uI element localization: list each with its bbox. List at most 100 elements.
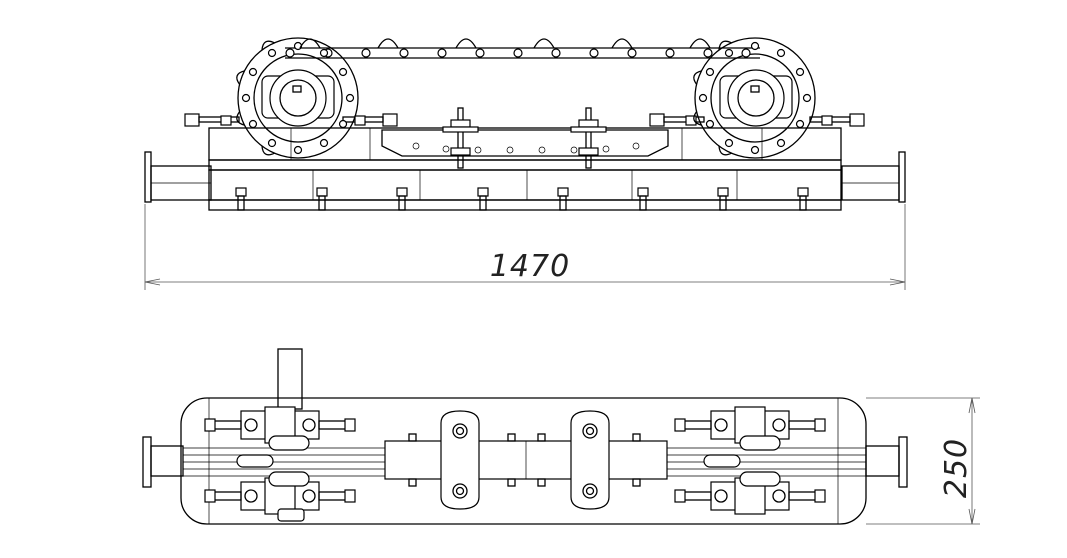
adjust-nut [814, 418, 826, 432]
chain-pin [399, 48, 409, 58]
chain-pin [551, 48, 561, 58]
tooth [261, 145, 275, 156]
frame-bolts [235, 187, 809, 211]
bearing-blocks [204, 406, 826, 515]
bolt-hole [714, 489, 728, 503]
chain-pin [285, 48, 295, 58]
adjust-nut [204, 489, 216, 503]
bearing-right [719, 69, 793, 127]
tooth [261, 40, 275, 51]
chain-pin [475, 48, 485, 58]
chain-pin [241, 93, 251, 103]
chain-pin [750, 41, 760, 51]
bolt-hole [714, 418, 728, 432]
length-dimension: 1470 [144, 204, 906, 290]
adjust-nut [674, 418, 686, 432]
bolt-head [316, 187, 328, 197]
adjust-rod [212, 491, 242, 501]
bolt-shank [719, 195, 727, 211]
adjust-nut [204, 418, 216, 432]
chain-pin [293, 145, 303, 155]
bolt-head [637, 187, 649, 197]
drive-shaft [277, 348, 303, 410]
chain-pin [802, 93, 812, 103]
tooth [689, 38, 711, 49]
chain-pin [627, 48, 637, 58]
chain-pin [338, 119, 348, 129]
bolt-shank [318, 195, 326, 211]
chain-pin [724, 138, 734, 148]
chain-pin [345, 93, 355, 103]
bolt-head [557, 187, 569, 197]
adjust-nut [674, 489, 686, 503]
adjust-rod [682, 420, 712, 430]
adjust-rod [212, 420, 242, 430]
chain-pin [513, 48, 523, 58]
sprocket-teeth [236, 38, 732, 156]
bolt-shank [398, 195, 406, 211]
adjust-nut [344, 418, 356, 432]
end-flanges-front [144, 151, 906, 203]
width-label: 250 [939, 438, 974, 498]
chain-pin [776, 138, 786, 148]
tooth [693, 70, 702, 85]
tooth [533, 38, 555, 49]
chain-pin [361, 48, 371, 58]
knife-carrier [381, 129, 669, 157]
bolt-hole [772, 489, 786, 503]
chain-pin [795, 67, 805, 77]
chain-pin [319, 48, 329, 58]
chain-sprockets-right [694, 37, 816, 159]
bolt-shank [479, 195, 487, 211]
carrier-bolts [442, 107, 607, 169]
front-view: 1470 [144, 37, 906, 290]
chain-pin [750, 145, 760, 155]
bolt-shank [799, 195, 807, 211]
chain-pin [319, 138, 329, 148]
bolt-head [396, 187, 408, 197]
rail-sprockets [236, 435, 781, 522]
bolt-head [235, 187, 247, 197]
chain-pin [703, 48, 713, 58]
tooth [718, 40, 732, 51]
adjust-rod [788, 491, 818, 501]
adjust-rod [318, 491, 348, 501]
bolt-shank [237, 195, 245, 211]
chain-pin [267, 48, 277, 58]
bolt-hole [772, 418, 786, 432]
adjust-nut [814, 489, 826, 503]
main-frame [208, 127, 842, 211]
center-carrier [384, 410, 668, 510]
chain-pin [248, 67, 258, 77]
adjust-rod [682, 491, 712, 501]
adjust-rod [788, 420, 818, 430]
tooth [718, 145, 732, 156]
chain-pin [698, 93, 708, 103]
tooth [377, 38, 399, 49]
chain-pin [724, 48, 734, 58]
bolt-head [717, 187, 729, 197]
bearing-left [261, 69, 335, 127]
tooth [693, 111, 702, 126]
bolt-hole [302, 418, 316, 432]
chain-pin [705, 119, 715, 129]
bolt-hole [302, 489, 316, 503]
adjust-nut [344, 489, 356, 503]
end-flanges-top [142, 436, 908, 488]
bolt-head [477, 187, 489, 197]
chain-pin [705, 67, 715, 77]
bolt-head [797, 187, 809, 197]
chain-pin [741, 48, 751, 58]
bolt-hole [244, 418, 258, 432]
chain-pin [665, 48, 675, 58]
tooth [611, 38, 633, 49]
bolt-hole [244, 489, 258, 503]
tooth [236, 111, 245, 126]
chain-pin [338, 67, 348, 77]
length-label: 1470 [490, 249, 570, 284]
top-view: 250 [142, 348, 980, 525]
tooth [455, 38, 477, 49]
chain-links [241, 41, 812, 155]
adjust-rod [318, 420, 348, 430]
